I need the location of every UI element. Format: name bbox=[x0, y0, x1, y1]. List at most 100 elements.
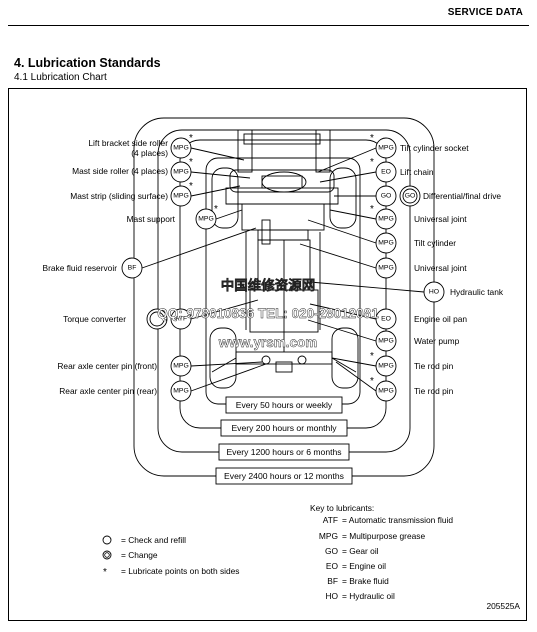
code-mpg: MPG bbox=[173, 388, 188, 395]
label-tilt-cylinder-socket: Tilt cylinder socket bbox=[400, 143, 469, 153]
code-mpg: MPG bbox=[378, 338, 393, 345]
key-desc: = Automatic transmission fluid bbox=[342, 515, 453, 525]
watermark-line3: www.yrsm.com bbox=[218, 335, 318, 350]
label-differential: Differential/final drive bbox=[423, 191, 501, 201]
mpg-circle-tie-rod-1 bbox=[375, 355, 397, 377]
code-go: GO bbox=[405, 193, 416, 200]
header-rule bbox=[8, 25, 529, 26]
figure-id: 205525A bbox=[486, 601, 520, 611]
svg-text:*: * bbox=[214, 204, 218, 215]
mpg-circle-mast-side bbox=[170, 161, 192, 183]
code-mpg: MPG bbox=[198, 216, 213, 223]
label-rear-axle-front: Rear axle center pin (front) bbox=[57, 361, 157, 371]
label-water-pump: Water pump bbox=[414, 336, 460, 346]
interval-2400h: Every 2400 hours or 12 months bbox=[224, 471, 344, 481]
mast-assembly bbox=[225, 129, 339, 245]
label-lift-bracket: Lift bracket side roller bbox=[88, 138, 168, 148]
code-eo: EO bbox=[381, 169, 391, 176]
key-code: GO bbox=[325, 546, 339, 556]
code-mpg: MPG bbox=[173, 363, 188, 370]
wheel-front-right bbox=[329, 167, 357, 229]
section-header: SERVICE DATA bbox=[447, 7, 523, 18]
mpg-circle-tilt-socket bbox=[375, 137, 397, 159]
page-title: 4. Lubrication Standards bbox=[14, 56, 161, 70]
label-mast-strip: Mast strip (sliding surface) bbox=[70, 191, 168, 201]
mpg-circle-mast-support bbox=[195, 208, 217, 230]
key-desc: = Brake fluid bbox=[342, 576, 389, 586]
key-code: BF bbox=[327, 576, 338, 586]
label-tie-rod-2: Tie rod pin bbox=[414, 386, 454, 396]
code-atf: ATF bbox=[175, 316, 187, 323]
interval-200h: Every 200 hours or monthly bbox=[231, 423, 337, 433]
label-universal-joint-1: Universal joint bbox=[414, 214, 467, 224]
mpg-circle-rear-axle-front bbox=[170, 355, 192, 377]
code-mpg: MPG bbox=[378, 388, 393, 395]
label-tilt-cylinder: Tilt cylinder bbox=[414, 238, 456, 248]
mpg-circle-rear-axle-rear bbox=[170, 380, 192, 402]
svg-text:*: * bbox=[370, 376, 374, 387]
legend-change: = Change bbox=[121, 550, 158, 560]
interval-50h: Every 50 hours or weekly bbox=[236, 400, 333, 410]
legend-both-sides: = Lubricate points on both sides bbox=[121, 566, 240, 576]
key-code: EO bbox=[326, 561, 339, 571]
code-mpg: MPG bbox=[173, 193, 188, 200]
wheel-rear-right bbox=[331, 327, 359, 389]
svg-text:*: * bbox=[370, 157, 374, 168]
go-circle-diff-change-inner bbox=[402, 188, 418, 204]
key-code: HO bbox=[325, 591, 338, 601]
interval-box-50h bbox=[225, 396, 343, 414]
label-tie-rod-1: Tie rod pin bbox=[414, 361, 454, 371]
code-go: GO bbox=[381, 193, 392, 200]
code-mpg: MPG bbox=[378, 145, 393, 152]
key-desc: = Engine oil bbox=[342, 561, 386, 571]
check-symbol-icon bbox=[102, 535, 112, 545]
eo-circle-engine-oil-pan bbox=[375, 308, 397, 330]
wheel-front-left bbox=[211, 167, 239, 229]
asterisk-symbol-icon: * bbox=[103, 567, 107, 578]
svg-text:*: * bbox=[370, 204, 374, 215]
code-ho: HO bbox=[429, 289, 439, 296]
label-lift-bracket-places: (4 places) bbox=[131, 148, 168, 158]
mpg-circle-tie-rod-2 bbox=[375, 380, 397, 402]
ho-circle-hydraulic-tank bbox=[423, 281, 445, 303]
mpg-circle-universal-joint-2 bbox=[375, 257, 397, 279]
key-title: Key to lubricants: bbox=[310, 503, 374, 513]
mpg-circle-universal-joint-1 bbox=[375, 208, 397, 230]
interval-box-200h bbox=[220, 419, 348, 437]
svg-text:*: * bbox=[189, 157, 193, 168]
key-desc: = Multipurpose grease bbox=[342, 531, 425, 541]
key-code: MPG bbox=[319, 531, 338, 541]
interval-box-1200h bbox=[218, 443, 350, 461]
label-torque-converter: Torque converter bbox=[63, 314, 126, 324]
both-sides-asterisks: * * * * * * * * * bbox=[189, 133, 374, 387]
label-lift-chain: Lift chain bbox=[400, 167, 434, 177]
svg-text:*: * bbox=[189, 133, 193, 144]
key-code: ATF bbox=[323, 515, 338, 525]
code-mpg: MPG bbox=[378, 363, 393, 370]
code-mpg: MPG bbox=[378, 265, 393, 272]
atf-circle-torque-converter bbox=[170, 308, 192, 330]
change-circle-inner bbox=[149, 311, 165, 327]
key-list: ATF = Automatic transmission fluid MPG =… bbox=[319, 515, 453, 601]
legend-check: = Check and refill bbox=[121, 535, 186, 545]
label-mast-support: Mast support bbox=[127, 214, 176, 224]
code-eo: EO bbox=[381, 316, 391, 323]
mpg-circle-mast-strip bbox=[170, 185, 192, 207]
code-mpg: MPG bbox=[378, 240, 393, 247]
key-desc: = Hydraulic oil bbox=[342, 591, 395, 601]
label-hydraulic-tank: Hydraulic tank bbox=[450, 287, 504, 297]
mpg-circle-tilt-cylinder bbox=[375, 232, 397, 254]
truck-body bbox=[211, 232, 357, 373]
code-mpg: MPG bbox=[173, 145, 188, 152]
watermark-line1: 中国维修资源网 bbox=[221, 277, 316, 293]
label-mast-side-roller: Mast side roller (4 places) bbox=[72, 166, 168, 176]
svg-text:*: * bbox=[189, 181, 193, 192]
label-universal-joint-2: Universal joint bbox=[414, 263, 467, 273]
interval-1200h: Every 1200 hours or 6 months bbox=[226, 447, 341, 457]
label-brake-fluid: Brake fluid reservoir bbox=[43, 263, 118, 273]
interval-box-2400h bbox=[215, 467, 353, 485]
watermark-line2: QQ: 978010836 TEL: 020-28012081 bbox=[157, 306, 379, 321]
code-mpg: MPG bbox=[378, 216, 393, 223]
chart-frame bbox=[8, 88, 527, 621]
